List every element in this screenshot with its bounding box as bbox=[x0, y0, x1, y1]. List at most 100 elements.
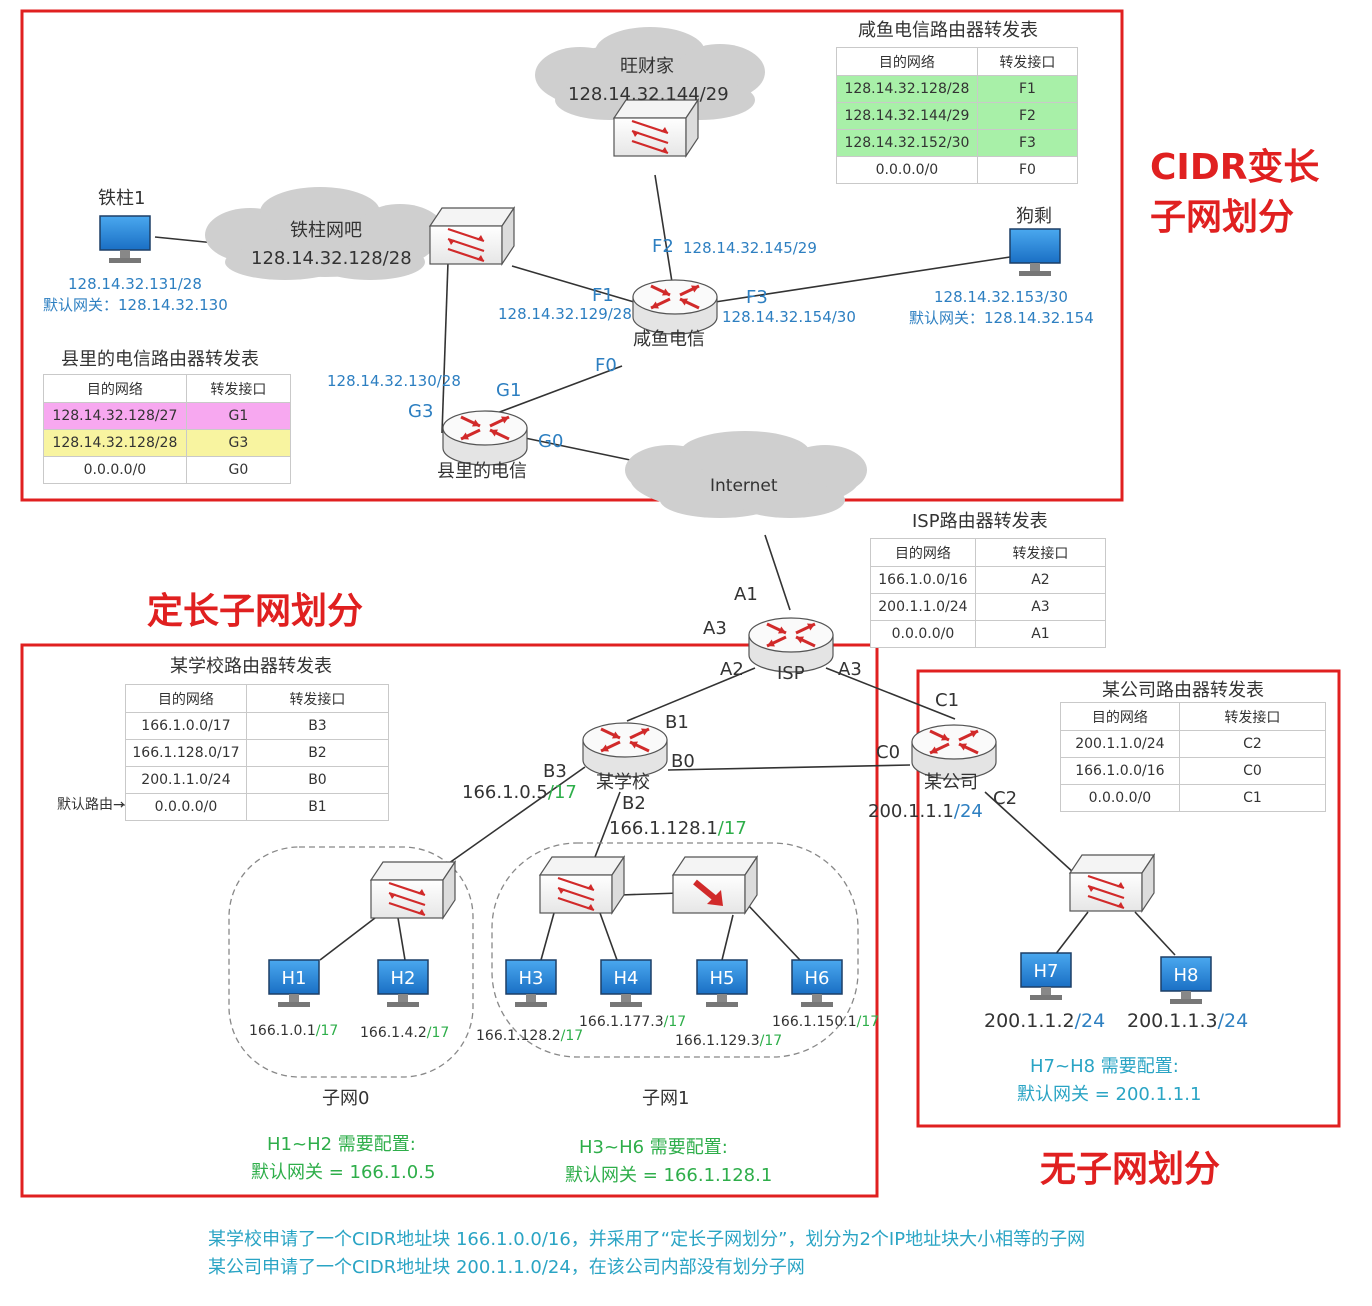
note-h1h2-gw: 默认网关 = 166.1.0.5 bbox=[251, 1162, 436, 1183]
router-isp-name: ISP bbox=[777, 663, 805, 684]
iface-c0: C0 bbox=[876, 742, 901, 763]
table-cell: C1 bbox=[1178, 784, 1327, 812]
host-h3: H3 bbox=[505, 959, 557, 1007]
table-cell: 128.14.32.128/28 bbox=[43, 429, 187, 457]
table-cell: F0 bbox=[976, 156, 1079, 184]
router-arrows-icon bbox=[929, 729, 979, 755]
table-cell: 166.1.0.0/16 bbox=[870, 566, 976, 594]
footer-line1: 某学校申请了一个CIDR地址块 166.1.0.0/16，并采用了“定长子网划分… bbox=[208, 1229, 1086, 1250]
note-h7h8-gw: 默认网关 = 200.1.1.1 bbox=[1017, 1084, 1202, 1105]
host-h4-label: H4 bbox=[614, 968, 639, 989]
cloud-internet-name: Internet bbox=[710, 476, 778, 496]
table-cell: C2 bbox=[1178, 730, 1327, 758]
note-h3h6-gw: 默认网关 = 166.1.128.1 bbox=[565, 1165, 773, 1186]
table-header-cell: 转发接口 bbox=[185, 374, 292, 403]
host-tiezhu1 bbox=[99, 215, 151, 263]
host-h6-label: H6 bbox=[805, 968, 830, 989]
switch-subnet1-a bbox=[538, 855, 626, 915]
host-tiezhu1-name: 铁柱1 bbox=[98, 188, 146, 209]
host-h1: H1 bbox=[268, 959, 320, 1007]
host-h8-label: H8 bbox=[1174, 965, 1199, 986]
switch-arrows-icon bbox=[1087, 874, 1125, 910]
host-h1-address: 166.1.0.1/17 bbox=[249, 1023, 339, 1039]
switches bbox=[369, 98, 1156, 920]
host-h8: H8 bbox=[1160, 956, 1212, 1004]
host-h8-address: 200.1.1.3/24 bbox=[1127, 1010, 1249, 1032]
table-cell: A1 bbox=[974, 620, 1107, 648]
table-cell: G1 bbox=[185, 402, 292, 430]
switch-arrows-icon bbox=[388, 881, 426, 917]
table-cell: 200.1.1.0/24 bbox=[1060, 730, 1180, 758]
table-cell: A2 bbox=[974, 566, 1107, 594]
table-header-cell: 目的网络 bbox=[43, 374, 187, 403]
cloud-tiezhu bbox=[205, 187, 445, 280]
host-h4-address: 166.1.177.3/17 bbox=[579, 1014, 687, 1030]
section-title-fixed: 定长子网划分 bbox=[147, 591, 364, 632]
host-h2: H2 bbox=[377, 959, 429, 1007]
links bbox=[154, 174, 1176, 961]
table-isp-title: ISP路由器转发表 bbox=[912, 511, 1048, 532]
router-company bbox=[911, 724, 997, 780]
table-cell: 128.14.32.128/28 bbox=[836, 75, 978, 103]
table-cell: 128.14.32.144/29 bbox=[836, 102, 978, 130]
note-h7h8-title: H7~H8 需要配置: bbox=[1030, 1056, 1179, 1077]
switch-company bbox=[1068, 853, 1156, 913]
note-h3h6-title: H3~H6 需要配置: bbox=[579, 1137, 728, 1158]
table-cell: G0 bbox=[185, 456, 292, 484]
table-cell: 0.0.0.0/0 bbox=[125, 793, 247, 821]
router-school bbox=[582, 722, 668, 778]
iface-b0: B0 bbox=[671, 751, 695, 772]
iface-b3: B3 bbox=[543, 761, 567, 782]
footer-line2: 某公司申请了一个CIDR地址块 200.1.1.0/24，在该公司内部没有划分子… bbox=[208, 1257, 805, 1278]
iface-f0: F0 bbox=[595, 355, 617, 376]
table-header-cell: 转发接口 bbox=[974, 538, 1107, 567]
host-h2-address: 166.1.4.2/17 bbox=[360, 1025, 450, 1041]
table-header-cell: 转发接口 bbox=[245, 684, 390, 713]
router-xianyu-name: 咸鱼电信 bbox=[633, 329, 705, 350]
host-h7-label: H7 bbox=[1034, 961, 1059, 982]
router-company-name: 某公司 bbox=[924, 772, 978, 793]
host-tiezhu1-gw: 默认网关：128.14.32.130 bbox=[43, 296, 228, 314]
table-header-cell: 目的网络 bbox=[1060, 702, 1180, 731]
router-county-name: 县里的电信 bbox=[437, 461, 527, 482]
host-h3-address: 166.1.128.2/17 bbox=[476, 1028, 584, 1044]
switch-arrow-icon bbox=[693, 879, 723, 906]
table-cell: F3 bbox=[976, 129, 1079, 157]
table-cell: 128.14.32.128/27 bbox=[43, 402, 187, 430]
iface-f3-ip: 128.14.32.154/30 bbox=[722, 308, 856, 326]
table-cell: 166.1.0.0/16 bbox=[1060, 757, 1180, 785]
iface-c1: C1 bbox=[935, 690, 960, 711]
table-school-title: 某学校路由器转发表 bbox=[170, 656, 332, 677]
host-goushen bbox=[1009, 228, 1061, 276]
table-cell: 200.1.1.0/24 bbox=[870, 593, 976, 621]
iface-b1: B1 bbox=[665, 712, 689, 733]
switch-subnet0 bbox=[369, 860, 457, 920]
host-goushen-gw: 默认网关：128.14.32.154 bbox=[909, 309, 1094, 327]
switch-arrows-icon bbox=[557, 876, 595, 912]
table-cell: B1 bbox=[245, 793, 390, 821]
table-xianyu-title: 咸鱼电信路由器转发表 bbox=[858, 20, 1038, 41]
subnet1-outline bbox=[491, 842, 859, 1058]
iface-b2: B2 bbox=[622, 793, 646, 814]
iface-f2: F2 bbox=[652, 236, 674, 257]
iface-g3: G3 bbox=[408, 401, 434, 422]
table-header-cell: 目的网络 bbox=[125, 684, 247, 713]
router-county bbox=[442, 410, 528, 466]
cloud-tiezhu-name: 铁柱网吧 bbox=[290, 220, 362, 241]
router-arrows-icon bbox=[766, 622, 816, 648]
router-arrows-icon bbox=[460, 415, 510, 441]
subnet1-name: 子网1 bbox=[642, 1088, 690, 1109]
